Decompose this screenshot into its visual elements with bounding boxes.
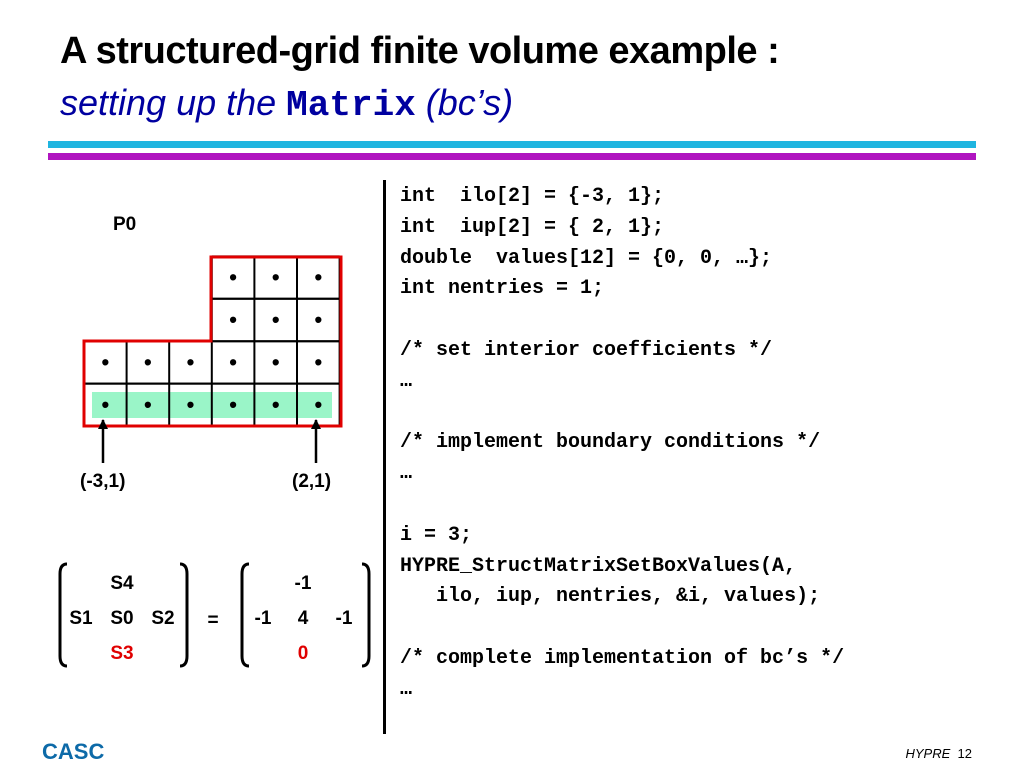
right-value-bracket bbox=[361, 562, 371, 668]
grid-point: • bbox=[101, 392, 109, 417]
stencil-s3: S3 bbox=[110, 643, 134, 664]
code-line: ilo, iup, nentries, &i, values); bbox=[400, 585, 821, 609]
grid-point: • bbox=[314, 392, 322, 417]
code-line: int iup[2] = { 2, 1}; bbox=[400, 215, 665, 239]
code-line bbox=[400, 398, 844, 429]
left-corner-coordinate: (-3,1) bbox=[80, 471, 126, 492]
subtitle-suffix: (bc’s) bbox=[415, 82, 514, 123]
equation-brackets bbox=[58, 562, 371, 668]
code-line: … bbox=[400, 677, 413, 701]
grid-point: • bbox=[314, 307, 322, 332]
grid-point: • bbox=[229, 392, 237, 417]
stencil-s2: S2 bbox=[151, 608, 175, 629]
stencil-s1: S1 bbox=[69, 608, 93, 629]
code-line: … bbox=[400, 369, 413, 393]
stencil-s0: S0 bbox=[110, 608, 134, 629]
magenta-divider-rule bbox=[48, 153, 976, 160]
footer-page-number: 12 bbox=[957, 746, 972, 761]
code-line: i = 3; bbox=[400, 523, 473, 547]
grid-point: • bbox=[187, 392, 195, 417]
grid-point: • bbox=[229, 265, 237, 290]
grid-point: • bbox=[272, 392, 280, 417]
grid-point: • bbox=[272, 349, 280, 374]
value-right: -1 bbox=[335, 608, 353, 629]
casc-logo-text: CASC bbox=[42, 739, 105, 764]
code-line bbox=[400, 490, 844, 521]
grid-point: • bbox=[187, 349, 195, 374]
footer-page-info: HYPRE 12 bbox=[906, 746, 973, 761]
subtitle-prefix: setting up the bbox=[60, 82, 287, 123]
grid-point: • bbox=[229, 307, 237, 332]
grid-point: • bbox=[314, 265, 322, 290]
code-line: … bbox=[400, 462, 413, 486]
code-line: /* set interior coefficients */ bbox=[400, 338, 773, 362]
slide-title: A structured-grid finite volume example … bbox=[60, 30, 780, 72]
grid-point: • bbox=[272, 265, 280, 290]
footer-product: HYPRE bbox=[905, 746, 951, 761]
code-line: int nentries = 1; bbox=[400, 277, 605, 301]
grid-point: • bbox=[144, 392, 152, 417]
code-line bbox=[400, 613, 844, 644]
grid-point: • bbox=[272, 307, 280, 332]
cyan-divider-rule bbox=[48, 141, 976, 148]
right-stencil-bracket bbox=[179, 562, 189, 668]
grid-boundary-outline bbox=[82, 255, 343, 428]
code-line: double values[12] = {0, 0, …}; bbox=[400, 246, 773, 270]
value-bottom: 0 bbox=[297, 643, 309, 664]
slide-subtitle: setting up the Matrix (bc’s) bbox=[60, 82, 513, 126]
code-line: /* implement boundary conditions */ bbox=[400, 431, 821, 455]
left-stencil-bracket bbox=[58, 562, 68, 668]
vertical-divider bbox=[383, 180, 386, 734]
code-line: /* complete implementation of bc’s */ bbox=[400, 646, 845, 670]
grid-point: • bbox=[314, 349, 322, 374]
stencil-s4: S4 bbox=[110, 573, 134, 594]
processor-label: P0 bbox=[113, 214, 137, 235]
right-corner-coordinate: (2,1) bbox=[292, 471, 332, 492]
grid-point: • bbox=[144, 349, 152, 374]
left-value-bracket bbox=[240, 562, 250, 668]
equals-sign: = bbox=[207, 610, 219, 631]
subtitle-code-term: Matrix bbox=[286, 85, 416, 126]
code-block: int ilo[2] = {-3, 1}; int iup[2] = { 2, 1… bbox=[400, 182, 844, 706]
value-center: 4 bbox=[297, 608, 309, 629]
grid-points: • • • • • • • • • • • • • • • • • • bbox=[101, 265, 322, 417]
code-line bbox=[400, 305, 844, 336]
value-left: -1 bbox=[254, 608, 272, 629]
grid-point: • bbox=[229, 349, 237, 374]
value-top: -1 bbox=[294, 573, 312, 594]
grid-diagram: • • • • • • • • • • • • • • • • • • bbox=[82, 255, 343, 463]
grid-point: • bbox=[101, 349, 109, 374]
code-line: int ilo[2] = {-3, 1}; bbox=[400, 185, 665, 208]
code-line: HYPRE_StructMatrixSetBoxValues(A, bbox=[400, 554, 797, 578]
